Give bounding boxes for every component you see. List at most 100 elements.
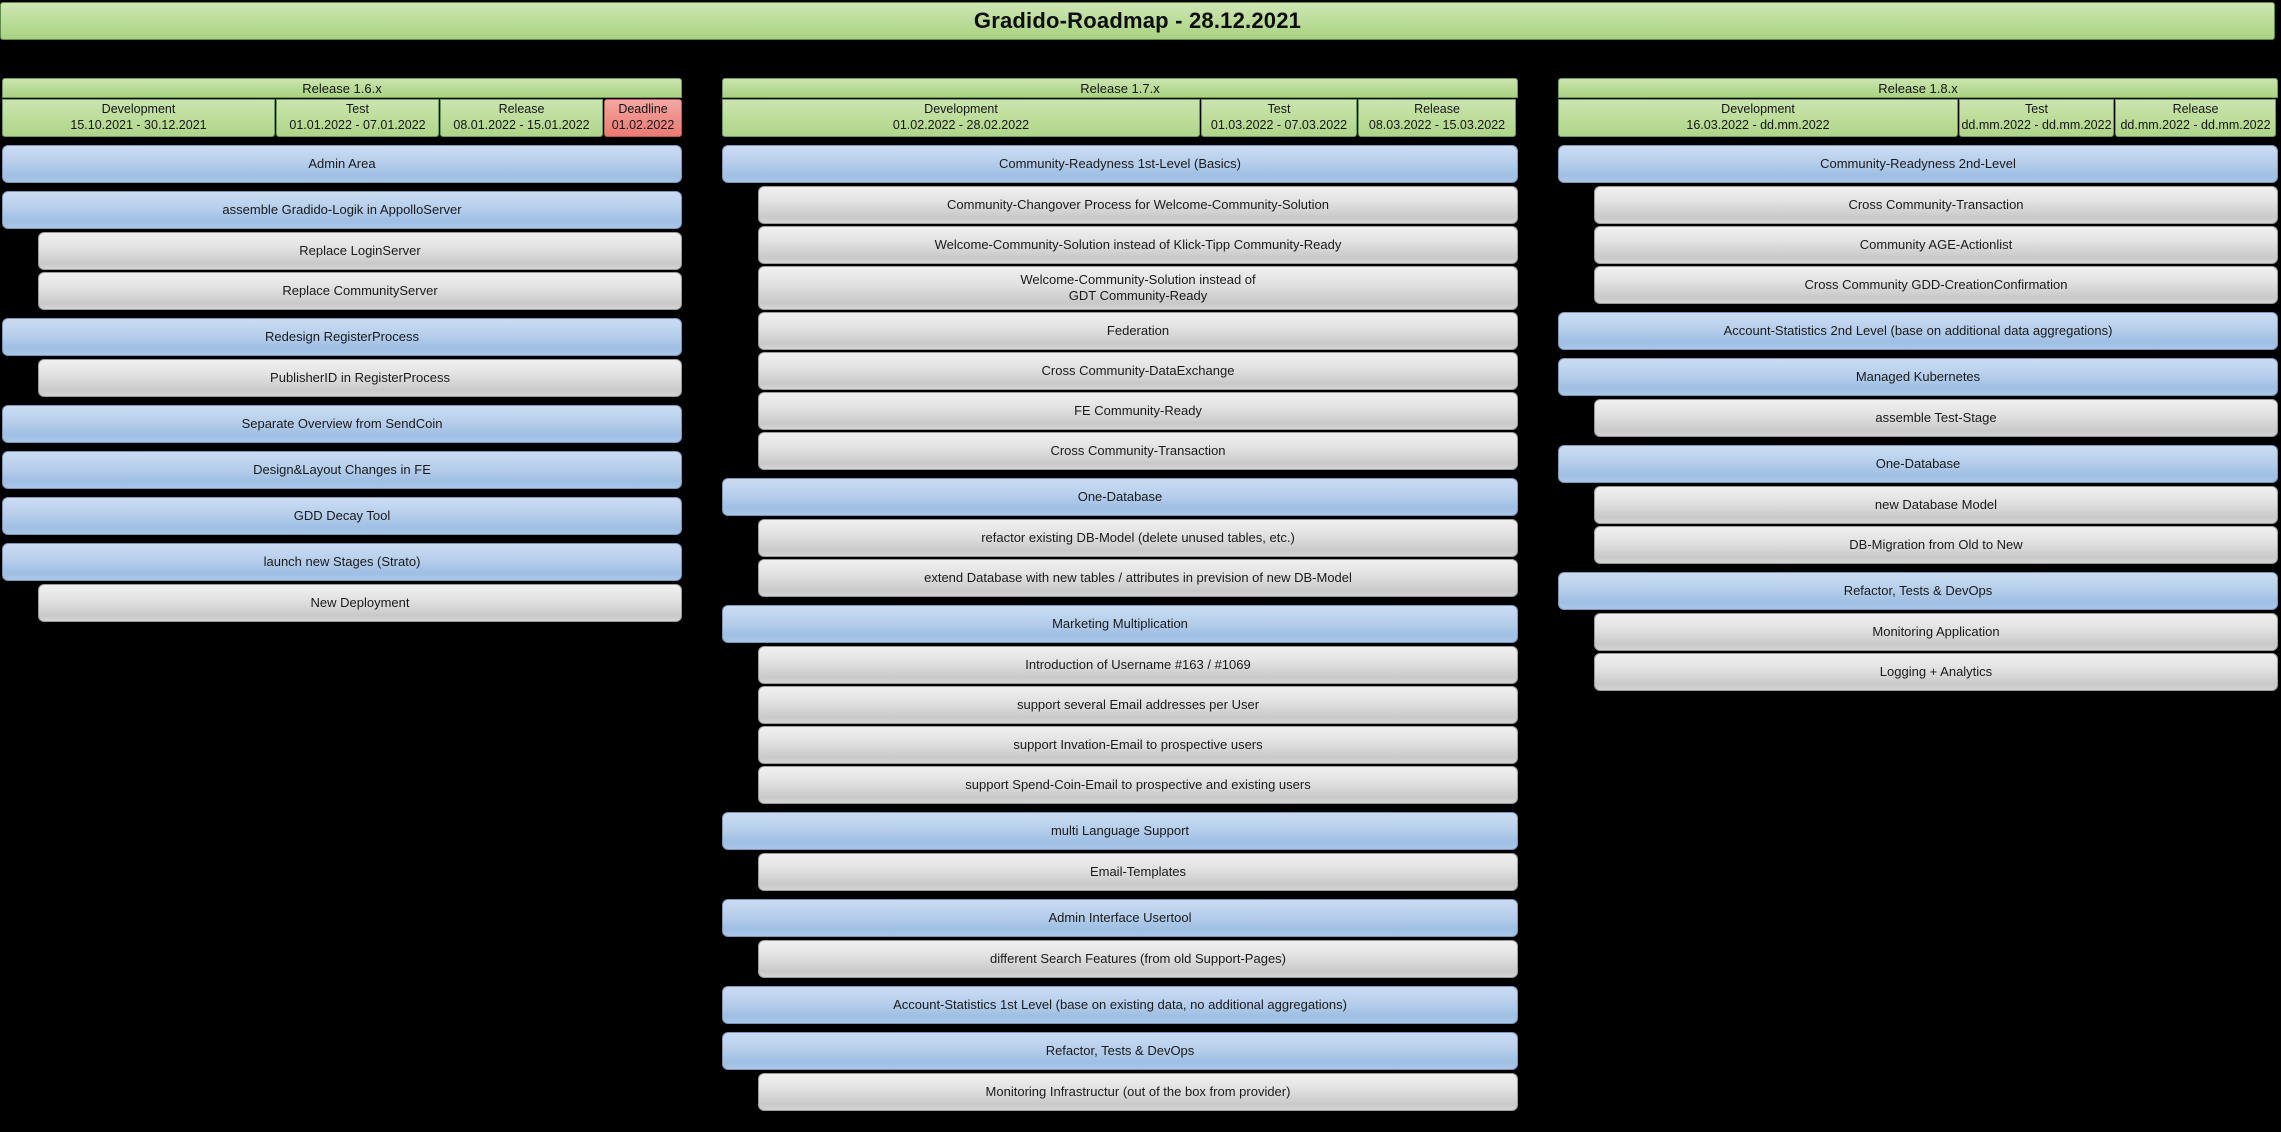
task-label: Admin Interface Usertool: [1048, 910, 1192, 926]
task-label: Monitoring Application: [1872, 624, 2000, 640]
task-label: Admin Area: [308, 156, 376, 172]
task-child[interactable]: Monitoring Infrastructur (out of the box…: [758, 1073, 1518, 1111]
task-parent[interactable]: Separate Overview from SendCoin: [2, 405, 682, 443]
task-parent[interactable]: Design&Layout Changes in FE: [2, 451, 682, 489]
task-group: Design&Layout Changes in FE: [2, 451, 682, 489]
phase-dates: 01.02.2022: [611, 118, 675, 132]
phase-name: Test: [1267, 102, 1291, 117]
task-child[interactable]: Cross Community-Transaction: [758, 432, 1518, 470]
task-child[interactable]: Email-Templates: [758, 853, 1518, 891]
page-title-bar: Gradido-Roadmap - 28.12.2021: [0, 2, 2275, 40]
task-group: Separate Overview from SendCoin: [2, 405, 682, 443]
phase-name: Development: [1721, 102, 1795, 117]
task-child[interactable]: Introduction of Username #163 / #1069: [758, 646, 1518, 684]
task-child[interactable]: Logging + Analytics: [1594, 653, 2278, 691]
task-label: Account-Statistics 1st Level (base on ex…: [893, 997, 1347, 1013]
task-parent[interactable]: Managed Kubernetes: [1558, 358, 2278, 396]
task-child[interactable]: New Deployment: [38, 584, 682, 622]
phase-dates: 08.03.2022 - 15.03.2022: [1368, 118, 1506, 132]
phase-dates: dd.mm.2022 - dd.mm.2022: [2120, 118, 2271, 132]
task-label: different Search Features (from old Supp…: [989, 951, 1287, 967]
task-label: multi Language Support: [1050, 823, 1190, 839]
task-label: Community-Readyness 1st-Level (Basics): [998, 156, 1242, 172]
task-child[interactable]: Welcome-Community-Solution instead of Kl…: [758, 226, 1518, 264]
task-label: extend Database with new tables / attrib…: [924, 570, 1352, 586]
task-child[interactable]: FE Community-Ready: [758, 392, 1518, 430]
task-child[interactable]: Cross Community-Transaction: [1594, 186, 2278, 224]
task-parent[interactable]: Admin Area: [2, 145, 682, 183]
task-label: Introduction of Username #163 / #1069: [1025, 657, 1251, 673]
task-parent[interactable]: GDD Decay Tool: [2, 497, 682, 535]
task-parent[interactable]: Redesign RegisterProcess: [2, 318, 682, 356]
task-child[interactable]: support Spend-Coin-Email to prospective …: [758, 766, 1518, 804]
task-child[interactable]: Cross Community GDD-CreationConfirmation: [1594, 266, 2278, 304]
phase-dates: 01.02.2022 - 28.02.2022: [892, 118, 1030, 132]
task-group: Admin Area: [2, 145, 682, 183]
task-parent[interactable]: Marketing Multiplication: [722, 605, 1518, 643]
task-label: Design&Layout Changes in FE: [253, 462, 431, 478]
task-parent[interactable]: Community-Readyness 1st-Level (Basics): [722, 145, 1518, 183]
task-child[interactable]: Monitoring Application: [1594, 613, 2278, 651]
task-label: new Database Model: [1874, 497, 1998, 513]
task-label: Cross Community-DataExchange: [1041, 363, 1235, 379]
task-label: Replace LoginServer: [299, 243, 421, 259]
task-label: Community AGE-Actionlist: [1859, 237, 2013, 253]
task-label: One-Database: [1875, 456, 1961, 472]
task-parent[interactable]: Community-Readyness 2nd-Level: [1558, 145, 2278, 183]
task-child[interactable]: support several Email addresses per User: [758, 686, 1518, 724]
release-header-1: Release 1.6.x: [2, 78, 682, 98]
task-parent[interactable]: Account-Statistics 1st Level (base on ex…: [722, 986, 1518, 1024]
release-label: Release 1.7.x: [1080, 80, 1160, 96]
task-parent[interactable]: launch new Stages (Strato): [2, 543, 682, 581]
task-label: Refactor, Tests & DevOps: [1843, 583, 1993, 599]
task-child[interactable]: Community-Changover Process for Welcome-…: [758, 186, 1518, 224]
task-child[interactable]: extend Database with new tables / attrib…: [758, 559, 1518, 597]
task-child[interactable]: Cross Community-DataExchange: [758, 352, 1518, 390]
task-parent[interactable]: assemble Gradido-Logik in AppolloServer: [2, 191, 682, 229]
release-label: Release 1.6.x: [302, 80, 382, 96]
task-parent[interactable]: Account-Statistics 2nd Level (base on ad…: [1558, 312, 2278, 350]
task-child[interactable]: Replace LoginServer: [38, 232, 682, 270]
task-label: assemble Gradido-Logik in AppolloServer: [222, 202, 462, 218]
phase-name: Development: [101, 102, 176, 117]
task-child[interactable]: new Database Model: [1594, 486, 2278, 524]
task-child[interactable]: PublisherID in RegisterProcess: [38, 359, 682, 397]
task-label: DB-Migration from Old to New: [1849, 537, 2023, 553]
task-parent[interactable]: One-Database: [1558, 445, 2278, 483]
task-child[interactable]: Replace CommunityServer: [38, 272, 682, 310]
task-child[interactable]: DB-Migration from Old to New: [1594, 526, 2278, 564]
task-parent[interactable]: Admin Interface Usertool: [722, 899, 1518, 937]
task-label: Separate Overview from SendCoin: [241, 416, 443, 432]
task-child[interactable]: Community AGE-Actionlist: [1594, 226, 2278, 264]
task-child[interactable]: Welcome-Community-Solution instead of GD…: [758, 266, 1518, 310]
task-child[interactable]: different Search Features (from old Supp…: [758, 940, 1518, 978]
task-label: Federation: [1106, 323, 1170, 339]
task-child[interactable]: refactor existing DB-Model (delete unuse…: [758, 519, 1518, 557]
task-parent[interactable]: Refactor, Tests & DevOps: [1558, 572, 2278, 610]
task-label: Refactor, Tests & DevOps: [1045, 1043, 1195, 1059]
task-parent[interactable]: multi Language Support: [722, 812, 1518, 850]
task-child[interactable]: assemble Test-Stage: [1594, 399, 2278, 437]
task-parent[interactable]: One-Database: [722, 478, 1518, 516]
task-group: Community-Readyness 1st-Level (Basics) Co…: [722, 145, 1518, 470]
task-list: Community-Readyness 1st-Level (Basics) Co…: [722, 145, 1518, 1111]
task-child[interactable]: support Invation-Email to prospective us…: [758, 726, 1518, 764]
phase-dates: 01.01.2022 - 07.01.2022: [289, 118, 426, 132]
task-parent[interactable]: Refactor, Tests & DevOps: [722, 1032, 1518, 1070]
task-child[interactable]: Federation: [758, 312, 1518, 350]
